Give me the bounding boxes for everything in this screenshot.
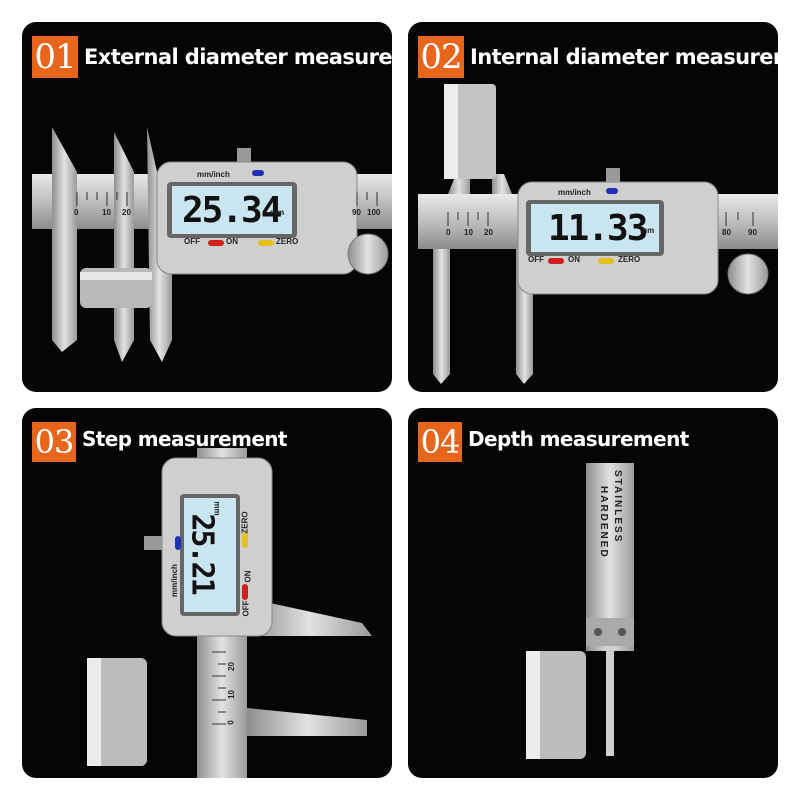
scale-mark: 20 [122, 208, 131, 217]
unit-key-label: mm/inch [169, 564, 179, 597]
scale-mark: 0 [446, 228, 451, 237]
zero-label: ZERO [276, 237, 299, 246]
lcd-unit: mm [270, 208, 285, 217]
panel-title: Depth measurement [468, 427, 689, 451]
panel-external-diameter: 01 External diameter measurement 25.34 m… [22, 22, 392, 392]
zero-label: ZERO [240, 511, 250, 534]
panel-title: Step measurement [82, 427, 287, 451]
on-label: ON [243, 570, 253, 583]
panel-title: External diameter measurement [84, 45, 392, 69]
scale-mark: 100 [367, 208, 381, 217]
panel-title: Internal diameter measurement [470, 45, 778, 69]
lcd-reading: 25.34 [182, 190, 282, 231]
scale-mark: 90 [352, 208, 361, 217]
lcd-reading: 25.21 [184, 513, 220, 594]
scale-mark: 10 [226, 690, 236, 699]
scale-mark: 80 [722, 228, 731, 237]
scale-mark: 20 [226, 662, 236, 671]
panel-internal-diameter: 02 Internal diameter measurement 11.33 m… [408, 22, 778, 392]
caliper-illustration [87, 448, 372, 778]
lcd-unit: mm [640, 226, 655, 235]
on-label: ON [226, 237, 238, 246]
on-label: ON [568, 255, 580, 264]
stamp-stainless: STAINLESS [612, 470, 623, 544]
stamp-hardened: HARDENED [598, 486, 609, 559]
scale-mark: 20 [484, 228, 493, 237]
caliper-illustration [32, 127, 392, 362]
unit-key-label: mm/inch [197, 170, 230, 179]
panel-depth: 04 Depth measurement STAINLESS HARDENED [408, 408, 778, 778]
step-number-badge: 04 [418, 422, 462, 462]
zero-label: ZERO [618, 255, 641, 264]
off-label: OFF [184, 237, 200, 246]
step-number-badge: 01 [32, 36, 78, 78]
scale-mark: 10 [464, 228, 473, 237]
scale-mark: 0 [74, 208, 79, 217]
lcd-reading: 11.33 [548, 208, 648, 249]
unit-key-label: mm/inch [558, 188, 591, 197]
panel-step: 03 Step measurement 25.21 mm mm/inch OFF… [22, 408, 392, 778]
off-label: OFF [241, 600, 251, 617]
scale-mark: 0 [226, 720, 236, 725]
step-number-badge: 03 [32, 422, 76, 462]
caliper-illustration [418, 84, 778, 384]
lcd-unit: mm [212, 501, 222, 516]
scale-mark: 90 [748, 228, 757, 237]
step-number-badge: 02 [418, 36, 464, 78]
off-label: OFF [528, 255, 544, 264]
caliper-illustration [526, 463, 634, 759]
scale-mark: 10 [102, 208, 111, 217]
